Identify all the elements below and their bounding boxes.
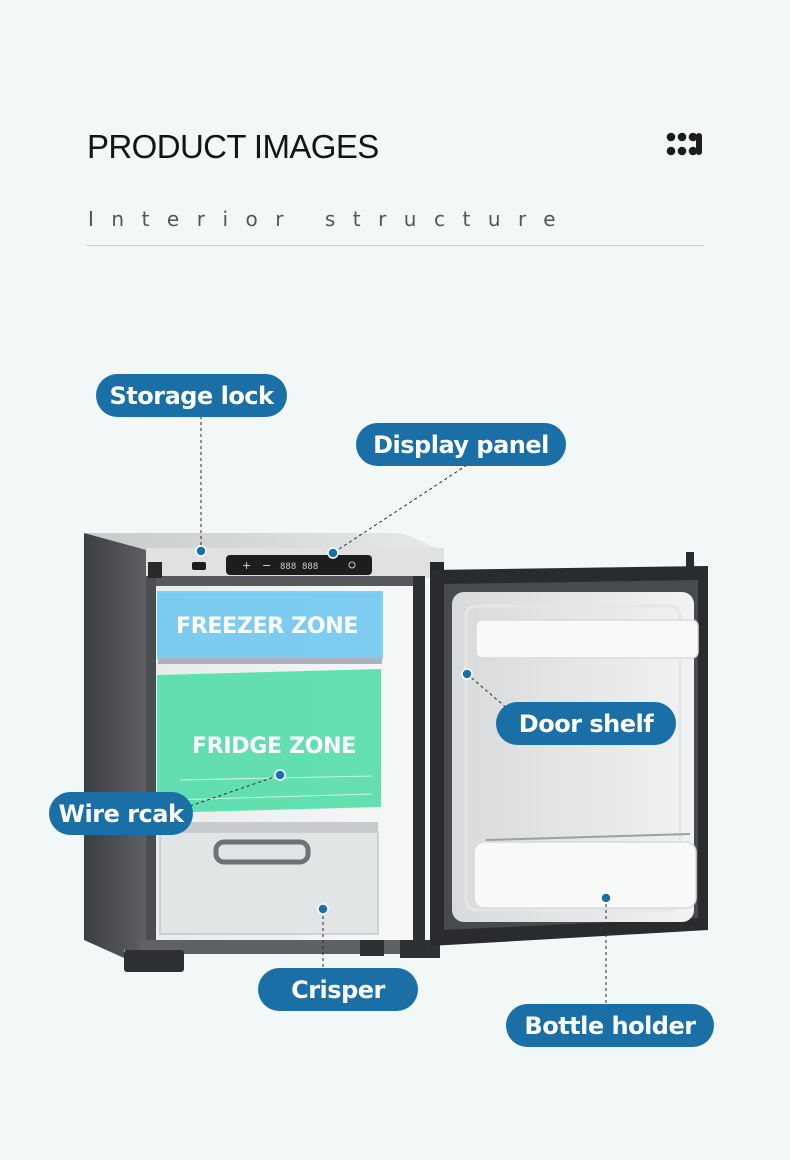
callout-wire-rack: Wire rcak	[49, 792, 193, 835]
fridge-door	[430, 552, 708, 946]
callout-crisper: Crisper	[258, 968, 418, 1011]
fridge-zone-label: FRIDGE ZONE	[192, 734, 356, 759]
minus-button[interactable]: −	[262, 559, 271, 572]
callout-door-shelf: Door shelf	[496, 702, 676, 745]
grid-menu-icon[interactable]	[666, 132, 702, 158]
callout-storage-lock: Storage lock	[96, 374, 287, 417]
marker-display-panel	[327, 547, 339, 559]
divider	[87, 245, 704, 246]
leader-lines	[189, 416, 607, 1004]
callout-display-panel: Display panel	[356, 423, 566, 466]
callout-markers	[195, 545, 612, 915]
callout-bottle-holder: Bottle holder	[506, 1004, 714, 1047]
marker-storage-lock	[195, 545, 207, 557]
crisper-drawer	[159, 822, 379, 935]
display-panel: + − 888 888	[192, 555, 372, 575]
temp-readout-b: 888	[302, 562, 318, 572]
marker-bottle-holder	[600, 892, 612, 904]
freezer-zone-label: FREEZER ZONE	[176, 614, 359, 639]
freezer-zone	[157, 591, 383, 664]
marker-wire-rack	[274, 769, 286, 781]
plus-button[interactable]: +	[242, 559, 251, 572]
temp-readout-a: 888	[280, 562, 296, 572]
page-title: PRODUCT IMAGES	[87, 128, 379, 165]
marker-crisper	[317, 903, 329, 915]
page-subtitle: Interior structure	[88, 207, 574, 231]
marker-door-shelf	[461, 668, 473, 680]
